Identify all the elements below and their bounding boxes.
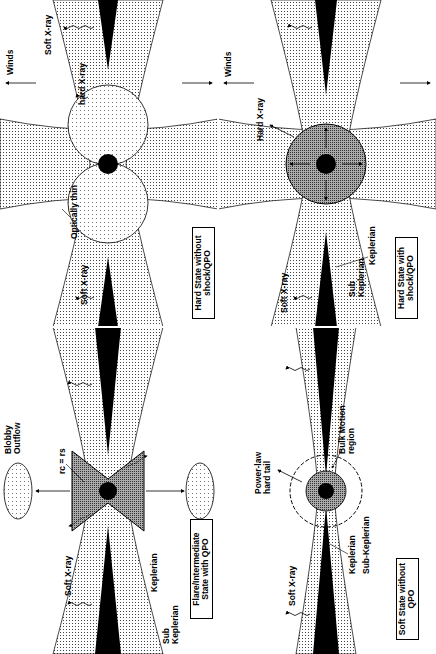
drawing-part — [290, 164, 310, 165]
drawing-part — [218, 119, 436, 209]
region-label: Soft X-ray — [64, 546, 73, 596]
drawing-part — [66, 464, 84, 482]
drawing-part — [64, 26, 94, 29]
hard-shock-panel — [218, 0, 436, 327]
region-label: Soft X-ray — [44, 5, 53, 55]
region-label: Bulk Motion region — [338, 399, 356, 454]
drawing-part — [62, 209, 70, 217]
drawing-part — [95, 327, 121, 455]
drawing-part — [146, 491, 184, 492]
drawing-part — [186, 463, 214, 519]
region-label: Blobby Outflow — [4, 399, 22, 454]
state-label: Soft State without QPO — [398, 561, 417, 637]
region-label: Keplerian — [348, 524, 357, 574]
drawing-part — [330, 544, 348, 554]
drawing-part — [95, 526, 121, 654]
flare-panel — [4, 327, 214, 654]
region-label: hard X-ray — [78, 55, 87, 105]
drawing-part — [69, 514, 90, 526]
drawing-part — [36, 491, 70, 492]
drawing-part — [68, 383, 92, 386]
region-label: Sub Keplerian — [348, 252, 366, 297]
region-label: Soft X-ray — [80, 255, 89, 305]
drawing-part — [342, 164, 362, 165]
drawing-part — [288, 26, 312, 29]
region-label: Winds — [224, 37, 233, 77]
region-label: rc = rs — [58, 424, 67, 474]
drawing-part — [400, 83, 430, 84]
region-label: Power-law hard tail — [254, 439, 272, 494]
drawing-part — [290, 455, 362, 527]
region-label: Hard X-ray — [256, 91, 265, 141]
drawing-part — [4, 463, 32, 519]
drawing-part — [318, 483, 334, 499]
drawing-part — [224, 83, 254, 84]
drawing-part — [306, 471, 346, 511]
drawing-part — [286, 368, 310, 371]
region-label: Soft X-ray — [288, 556, 297, 606]
region-label: Winds — [6, 35, 15, 75]
drawing-part — [313, 506, 339, 654]
drawing-part — [98, 257, 118, 327]
drawing-part — [72, 451, 144, 531]
state-label-box: Soft State without QPO — [396, 558, 419, 640]
drawing-part — [270, 125, 294, 137]
drawing-part — [296, 327, 356, 654]
state-label-box: Flare/Intermediate State with QPO — [190, 519, 213, 619]
drawing-part — [53, 0, 163, 327]
drawing-part — [286, 613, 310, 616]
region-label: Soft X-ray — [280, 263, 289, 313]
region-label: Optically thin — [70, 169, 79, 239]
state-label-box: Hard State with shock/QPO — [395, 237, 418, 319]
drawing-part — [68, 603, 92, 606]
drawing-part — [315, 0, 337, 95]
region-label: Sub-Keplerian — [362, 514, 371, 574]
state-label: Flare/Intermediate State with QPO — [192, 522, 211, 616]
region-label: Sub Keplerian — [162, 599, 180, 644]
region-label: Keplerian — [368, 215, 377, 265]
drawing-part — [182, 83, 212, 84]
drawing-part — [53, 327, 163, 654]
drawing-part — [316, 154, 336, 174]
drawing-part — [286, 124, 366, 204]
drawing-part — [68, 163, 148, 243]
drawing-part — [217, 0, 219, 654]
region-label: Keplerian — [150, 542, 159, 592]
drawing-part — [313, 327, 339, 476]
drawing-part — [294, 296, 312, 299]
drawing-part — [6, 83, 36, 84]
drawing-part — [126, 456, 147, 468]
drawing-part — [315, 232, 337, 327]
drawing-part — [326, 128, 327, 148]
soft-state-panel — [278, 327, 362, 654]
drawing-part — [271, 0, 381, 327]
drawing-part — [98, 0, 118, 70]
state-label-box: Hard State without shock/QPO — [192, 227, 215, 319]
hard-no-shock-panel — [0, 0, 218, 327]
drawing-part — [278, 470, 302, 482]
drawing-part — [98, 154, 118, 174]
state-label: Hard State without shock/QPO — [194, 230, 213, 316]
state-label: Hard State with shock/QPO — [397, 240, 416, 316]
drawing-part — [326, 180, 327, 200]
drawing-part — [99, 482, 117, 500]
